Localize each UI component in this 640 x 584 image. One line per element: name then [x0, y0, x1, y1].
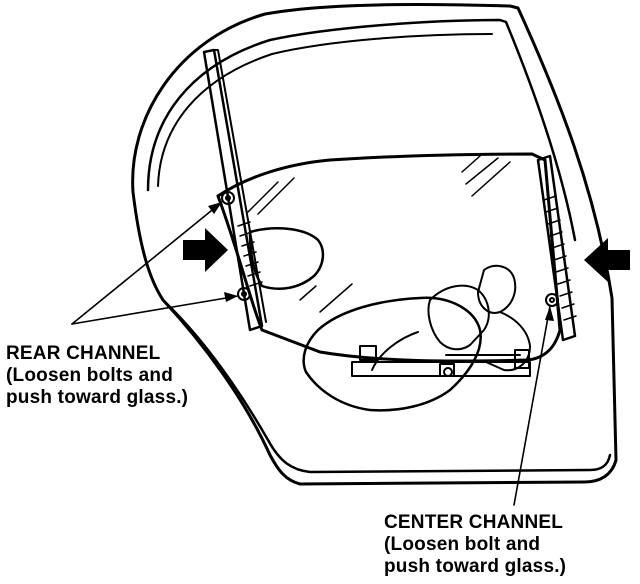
door-belt-line	[161, 298, 612, 474]
rear-channel-callout: REAR CHANNEL (Loosen bolts and push towa…	[6, 343, 188, 409]
push-arrow-left-icon	[584, 238, 630, 282]
inner-panel-opening	[248, 227, 325, 290]
push-arrow-right-icon	[183, 228, 228, 272]
center-channel-note-line2: push toward glass.)	[384, 556, 567, 577]
center-channel-rail	[536, 154, 577, 342]
center-channel-leader-line	[513, 305, 551, 506]
glass-reflection-lines	[247, 155, 511, 313]
rear-channel-lower-bolt	[237, 287, 251, 301]
rear-channel-leader-lines	[71, 201, 239, 325]
rear-channel-note-line1: (Loosen bolts and	[6, 365, 174, 386]
lower-panel-cavity	[302, 296, 482, 412]
door-inner-sash	[146, 18, 577, 242]
center-channel-note-line1: (Loosen bolt and	[384, 534, 541, 555]
sash-inner-edge	[157, 33, 493, 187]
center-channel-bolt	[545, 293, 559, 307]
rear-channel-upper-bolt	[221, 191, 235, 205]
center-channel-title: CENTER CHANNEL	[384, 512, 564, 533]
center-channel-callout: CENTER CHANNEL (Loosen bolt and push tow…	[384, 512, 566, 578]
window-regulator	[351, 264, 531, 377]
window-glass	[216, 152, 562, 363]
rear-channel-rail	[202, 48, 267, 332]
rear-channel-title: REAR CHANNEL	[6, 343, 161, 364]
rear-channel-note-line2: push toward glass.)	[6, 387, 189, 408]
leader-arrowheads	[208, 202, 554, 321]
